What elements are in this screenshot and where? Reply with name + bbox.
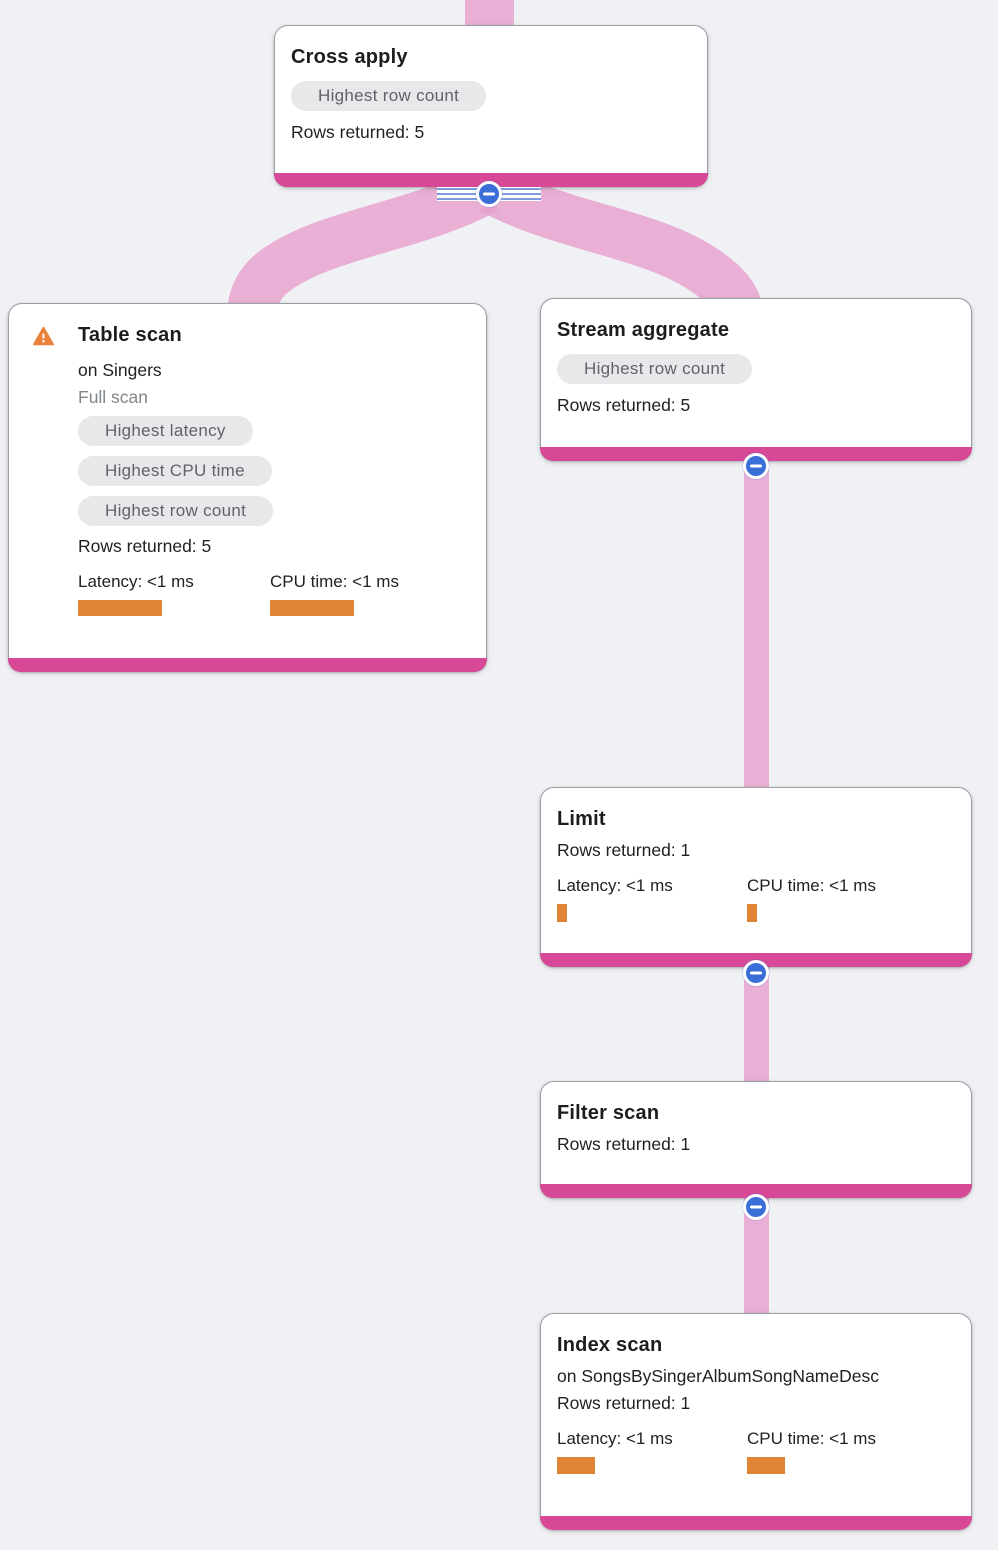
latency-bar (557, 904, 567, 922)
node-cross-apply[interactable]: Cross apply Highest row count Rows retur… (274, 25, 708, 187)
latency-bar (557, 1457, 595, 1474)
collapse-button-cross-apply[interactable] (476, 181, 502, 207)
badge-highest-row-count: Highest row count (557, 354, 753, 384)
cpu-time-label: CPU time: <1 ms (747, 876, 876, 895)
rows-returned: Rows returned: 5 (78, 536, 212, 556)
latency-label: Latency: <1 ms (78, 572, 194, 591)
node-subtitle: on SongsBySingerAlbumSongNameDesc (557, 1366, 879, 1386)
rows-returned: Rows returned: 1 (557, 1134, 691, 1154)
edge-cross-apply-to-stream-aggregate (480, 166, 765, 323)
node-subtitle: on Singers (78, 360, 162, 380)
rows-returned: Rows returned: 1 (557, 840, 691, 860)
latency-label: Latency: <1 ms (557, 876, 673, 895)
cpu-time-label: CPU time: <1 ms (270, 572, 399, 591)
badge-highest-row-count: Highest row count (291, 81, 487, 111)
badge-highest-row-count: Highest row count (78, 496, 274, 526)
scan-type-note: Full scan (78, 387, 149, 407)
node-title: Stream aggregate (557, 319, 730, 341)
node-title: Index scan (557, 1334, 663, 1356)
badge-highest-cpu-time: Highest CPU time (78, 456, 272, 486)
edge-cross-apply-to-table-scan (226, 166, 498, 321)
collapse-button-filter-scan[interactable] (743, 1194, 769, 1220)
latency-bar (78, 600, 162, 616)
edge-stream-to-limit (744, 450, 769, 795)
node-title: Limit (557, 808, 606, 830)
node-stream-aggregate[interactable]: Stream aggregate Highest row count Rows … (540, 298, 972, 461)
rows-returned: Rows returned: 5 (557, 395, 691, 415)
collapse-button-limit[interactable] (743, 960, 769, 986)
warning-icon (33, 326, 54, 346)
cpu-time-bar (747, 1457, 785, 1474)
node-filter-scan[interactable]: Filter scan Rows returned: 1 (540, 1081, 972, 1198)
rows-returned: Rows returned: 5 (291, 122, 425, 142)
latency-label: Latency: <1 ms (557, 1429, 673, 1448)
node-title: Cross apply (291, 46, 408, 68)
cpu-time-bar (747, 904, 757, 922)
collapse-button-stream-aggregate[interactable] (743, 453, 769, 479)
node-index-scan[interactable]: Index scan on SongsBySingerAlbumSongName… (540, 1313, 972, 1530)
rows-returned: Rows returned: 1 (557, 1393, 691, 1413)
node-limit[interactable]: Limit Rows returned: 1 Latency: <1 ms CP… (540, 787, 972, 967)
cpu-time-label: CPU time: <1 ms (747, 1429, 876, 1448)
node-title: Table scan (78, 324, 182, 346)
cpu-time-bar (270, 600, 354, 616)
node-table-scan[interactable]: Table scan on Singers Full scan Highest … (8, 303, 487, 672)
node-title: Filter scan (557, 1102, 660, 1124)
badge-highest-latency: Highest latency (78, 416, 253, 446)
